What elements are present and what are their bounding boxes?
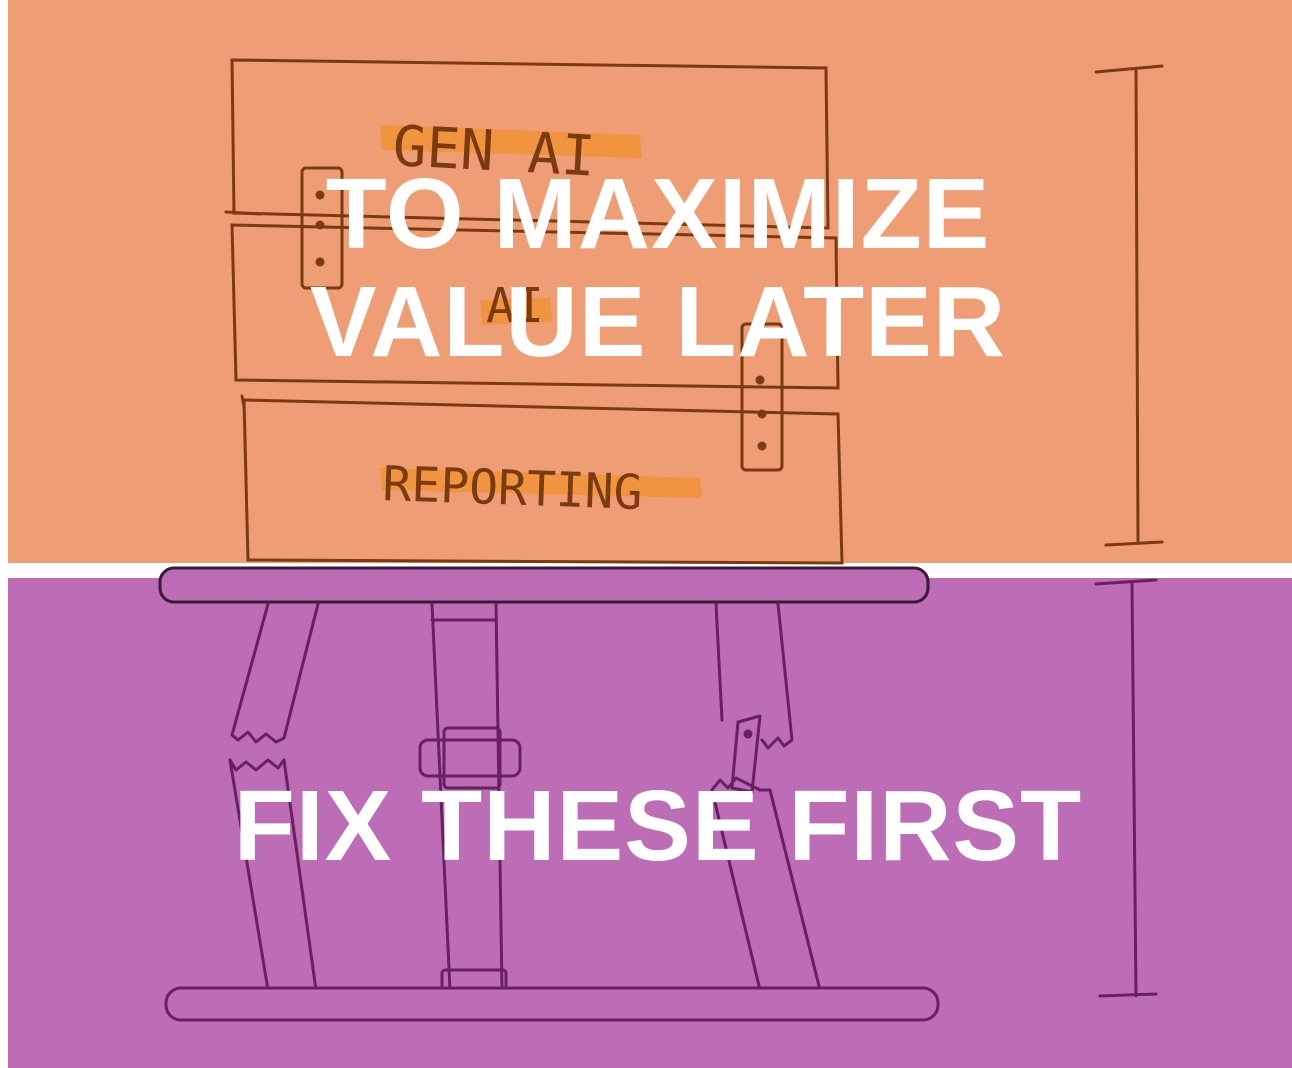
bottom-height-bracket — [1094, 578, 1158, 998]
broken-table-frame — [228, 602, 822, 994]
stacked-boxes — [224, 58, 844, 565]
headline-top-line2: VALUE LATER — [309, 266, 1007, 378]
headline-top: TO MAXIMIZE VALUE LATER — [8, 160, 1292, 376]
table-bottom-rail — [164, 986, 940, 1022]
bottom-background — [8, 578, 1292, 1068]
headline-top-line1: TO MAXIMIZE — [325, 158, 991, 270]
headline-bottom: FIX THESE FIRST — [233, 770, 1083, 882]
top-background — [8, 0, 1292, 563]
box-label-gen-ai: GEN AI — [391, 114, 596, 189]
box-label-ai: AI — [486, 278, 544, 334]
table-board — [158, 566, 930, 604]
box-label-reporting: REPORTING — [382, 456, 644, 521]
top-height-bracket — [1094, 64, 1164, 547]
highlight-strokes — [380, 125, 702, 498]
